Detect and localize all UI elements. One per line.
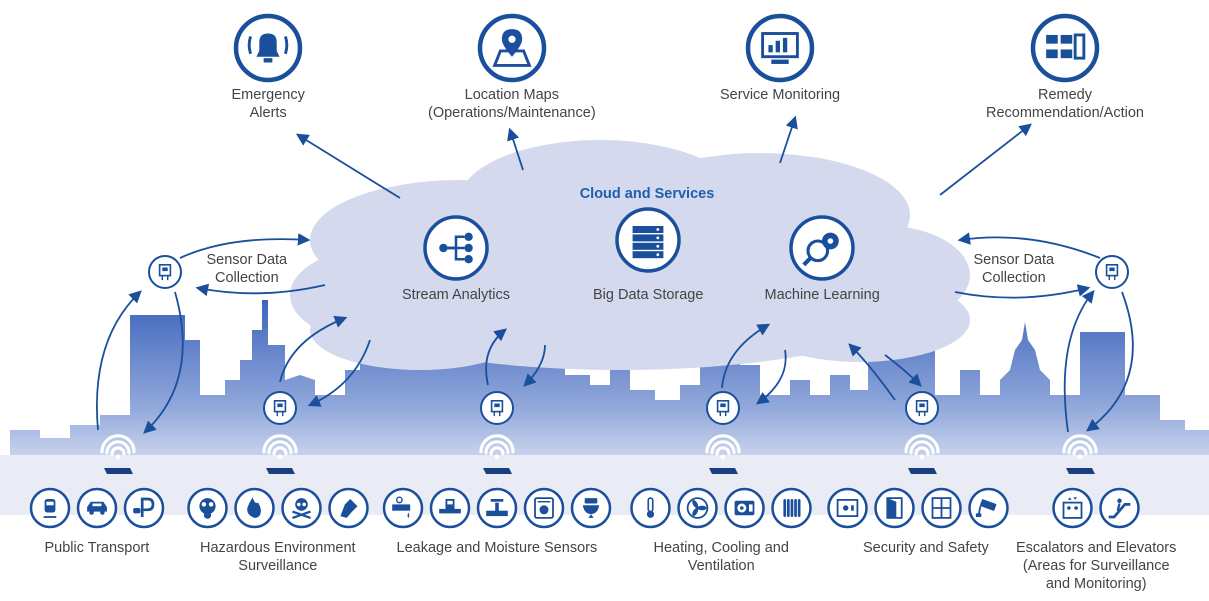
valve-icon [476,487,518,529]
gear-magnifier-icon [789,215,855,281]
sensor-icon [480,391,514,425]
wifi-icon [479,434,515,460]
category-label: Public Transport [44,540,150,556]
wifi-icon [100,434,136,460]
cloud-service-label: Machine Learning [764,287,880,303]
water-meter-icon [429,487,471,529]
parking-icon [123,487,165,529]
wifi-icon [904,434,940,460]
category-label: Leakage and Moisture Sensors [396,540,598,556]
door-icon [874,487,915,529]
gateway-device [709,468,738,474]
sensor-icon [905,391,939,425]
cctv-icon [968,487,1009,529]
toilet-icon [570,487,612,529]
window-icon [921,487,962,529]
wifi-icon [705,434,741,460]
map-pin-icon [477,13,547,83]
sensor-icon [706,391,740,425]
flow-graph-icon [423,215,489,281]
sensor-icon [263,391,297,425]
gateway-device [1066,468,1095,474]
escalator-icon [1099,487,1140,529]
sensor-icon [1095,255,1129,289]
category-label: Security and Safety [863,540,989,556]
dynamic-icons [29,13,1140,529]
monitor-chart-icon [745,13,815,83]
glove-icon [328,487,369,529]
radiator-icon [771,487,812,529]
data-flow-arrows [96,232,1134,434]
safe-icon [827,487,868,529]
skull-icon [281,487,322,529]
wifi-icon [262,434,298,460]
gateway-device [483,468,512,474]
gas-mask-icon [187,487,228,529]
gateway-device [908,468,937,474]
fan-icon [677,487,718,529]
cloud-service-label: Stream Analytics [402,287,510,303]
cloud-service-label: Big Data Storage [593,287,704,303]
air-conditioner-icon [724,487,765,529]
thermometer-icon [630,487,671,529]
train-icon [29,487,71,529]
washer-icon [523,487,565,529]
flow-blocks-icon [1030,13,1100,83]
category-label: Escalators and Elevators(Areas for Surve… [1016,540,1177,592]
sensor-icon [148,255,182,289]
leak-pipe-icon [382,487,424,529]
top-output-label: Location Maps(Operations/Maintenance) [428,87,596,121]
server-rack-icon [615,207,681,273]
gateway-device [104,468,133,474]
output-arrows [295,115,1032,199]
gateway-device [266,468,295,474]
elevator-icon [1052,487,1093,529]
car-icon [76,487,118,529]
wifi-icon [1062,434,1098,460]
cloud-title: Cloud and Services [579,186,715,202]
alarm-bell-icon [233,13,303,83]
fire-icon [234,487,275,529]
top-output-label: Service Monitoring [720,87,841,103]
